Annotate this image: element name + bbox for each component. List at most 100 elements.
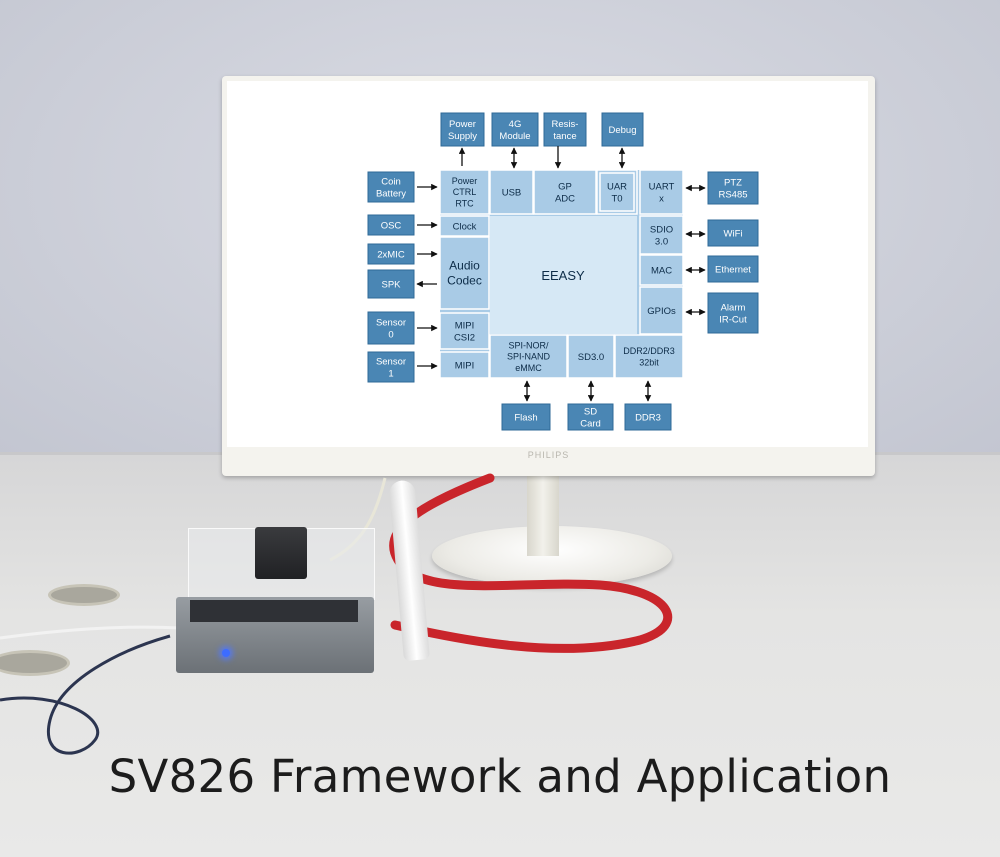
soc-block-13: SD3.0 [567,334,615,379]
external-block-7: SPK [367,269,415,299]
soc-block-9-label: SDIO [650,224,673,235]
desk-surface [0,455,1000,857]
external-block-10-box [707,171,759,205]
soc-block-4-label: UART [649,181,675,192]
external-block-6-label: 2xMIC [377,249,405,260]
external-block-0-label: Supply [448,131,477,142]
external-block-3-label: Debug [609,125,637,136]
uart0-frame [599,172,635,212]
external-block-5-label: OSC [381,220,402,231]
external-block-2-box [543,112,587,147]
soc-block-10: MAC [639,254,684,286]
soc-block-6-box [439,236,490,310]
external-block-9-label: Sensor [376,356,406,367]
external-block-13-label: Alarm [721,302,746,313]
soc-block-12-box [489,334,568,379]
external-block-5: OSC [367,214,415,236]
external-block-2: Resis-tance [543,112,587,147]
external-block-9-box [367,351,415,383]
external-block-1-box [491,112,539,147]
external-block-8-box [367,311,415,345]
soc-block-14-label: 32bit [639,357,659,367]
external-block-2-label: Resis- [552,119,579,130]
soc-block-0-label: RTC [455,198,474,208]
external-block-8-label: 0 [388,329,393,340]
external-block-16: DDR3 [624,403,672,431]
external-block-12-label: Ethernet [715,264,751,275]
soc-block-11: GPIOs [639,286,684,335]
status-led-icon [222,649,230,657]
soc-block-8-box [439,351,490,379]
external-block-14-box [501,403,551,431]
external-block-16-label: DDR3 [635,412,661,423]
camera-module [255,527,307,579]
soc-block-5-box [439,215,490,237]
external-block-7-box [367,269,415,299]
external-block-0-label: Power [449,119,476,130]
desk-grommet-left [48,584,120,606]
external-block-13-box [707,292,759,334]
external-block-8-label: Sensor [376,317,406,328]
soc-block-4-box [639,169,684,215]
soc-block-7-label: MIPI [455,320,475,331]
external-block-3: Debug [601,112,644,147]
soc-block-0-label: CTRL [453,187,477,197]
soc-block-12-label: SPI-NAND [507,352,551,362]
soc-block-7-box [439,312,490,350]
soc-block-5: Clock [439,215,490,237]
soc-block-5-label: Clock [453,221,477,232]
soc-block-3-label: UAR [607,181,627,192]
external-block-4-label: Battery [376,188,406,199]
soc-block-14-box [614,334,684,379]
soc-block-13-box [567,334,615,379]
external-block-10-label: RS485 [718,189,747,200]
soc-block-0-box [439,169,490,215]
soc-block-6-label: Codec [447,274,482,288]
soc-block-9-label: 3.0 [655,236,668,247]
external-block-6: 2xMIC [367,243,415,265]
external-block-7-label: SPK [381,279,401,290]
external-block-12-box [707,255,759,283]
soc-core [490,216,637,334]
soc-block-2-label: ADC [555,193,575,204]
external-block-15-box [567,403,614,431]
soc-block-8-label: MIPI [455,360,475,371]
soc-block-4-label: x [659,193,664,204]
caption-title: SV826 Framework and Application [108,750,892,803]
soc-block-11-label: GPIOs [647,306,676,317]
soc-block-9-box [639,215,684,255]
external-block-5-box [367,214,415,236]
external-block-2-label: tance [553,131,576,142]
soc-block-1-label: USB [502,187,522,198]
external-block-4-label: Coin [381,176,401,187]
soc-block-7-label: CSI2 [454,332,475,343]
soc-block-2-box [533,169,597,215]
soc-block-3-box [596,169,638,215]
external-block-11-box [707,219,759,247]
usb-cable [0,634,171,755]
soc-block-14-label: DDR2/DDR3 [623,346,675,356]
external-block-0-box [440,112,485,147]
soc-core-label: EEASY [541,268,585,283]
external-block-11: WiFi [707,219,759,247]
soc-block-1: USB [489,169,534,215]
soc-block-3-label: T0 [611,193,622,204]
external-block-11-label: WiFi [724,228,743,239]
soc-block-11-box [639,286,684,335]
white-cable [0,625,181,640]
